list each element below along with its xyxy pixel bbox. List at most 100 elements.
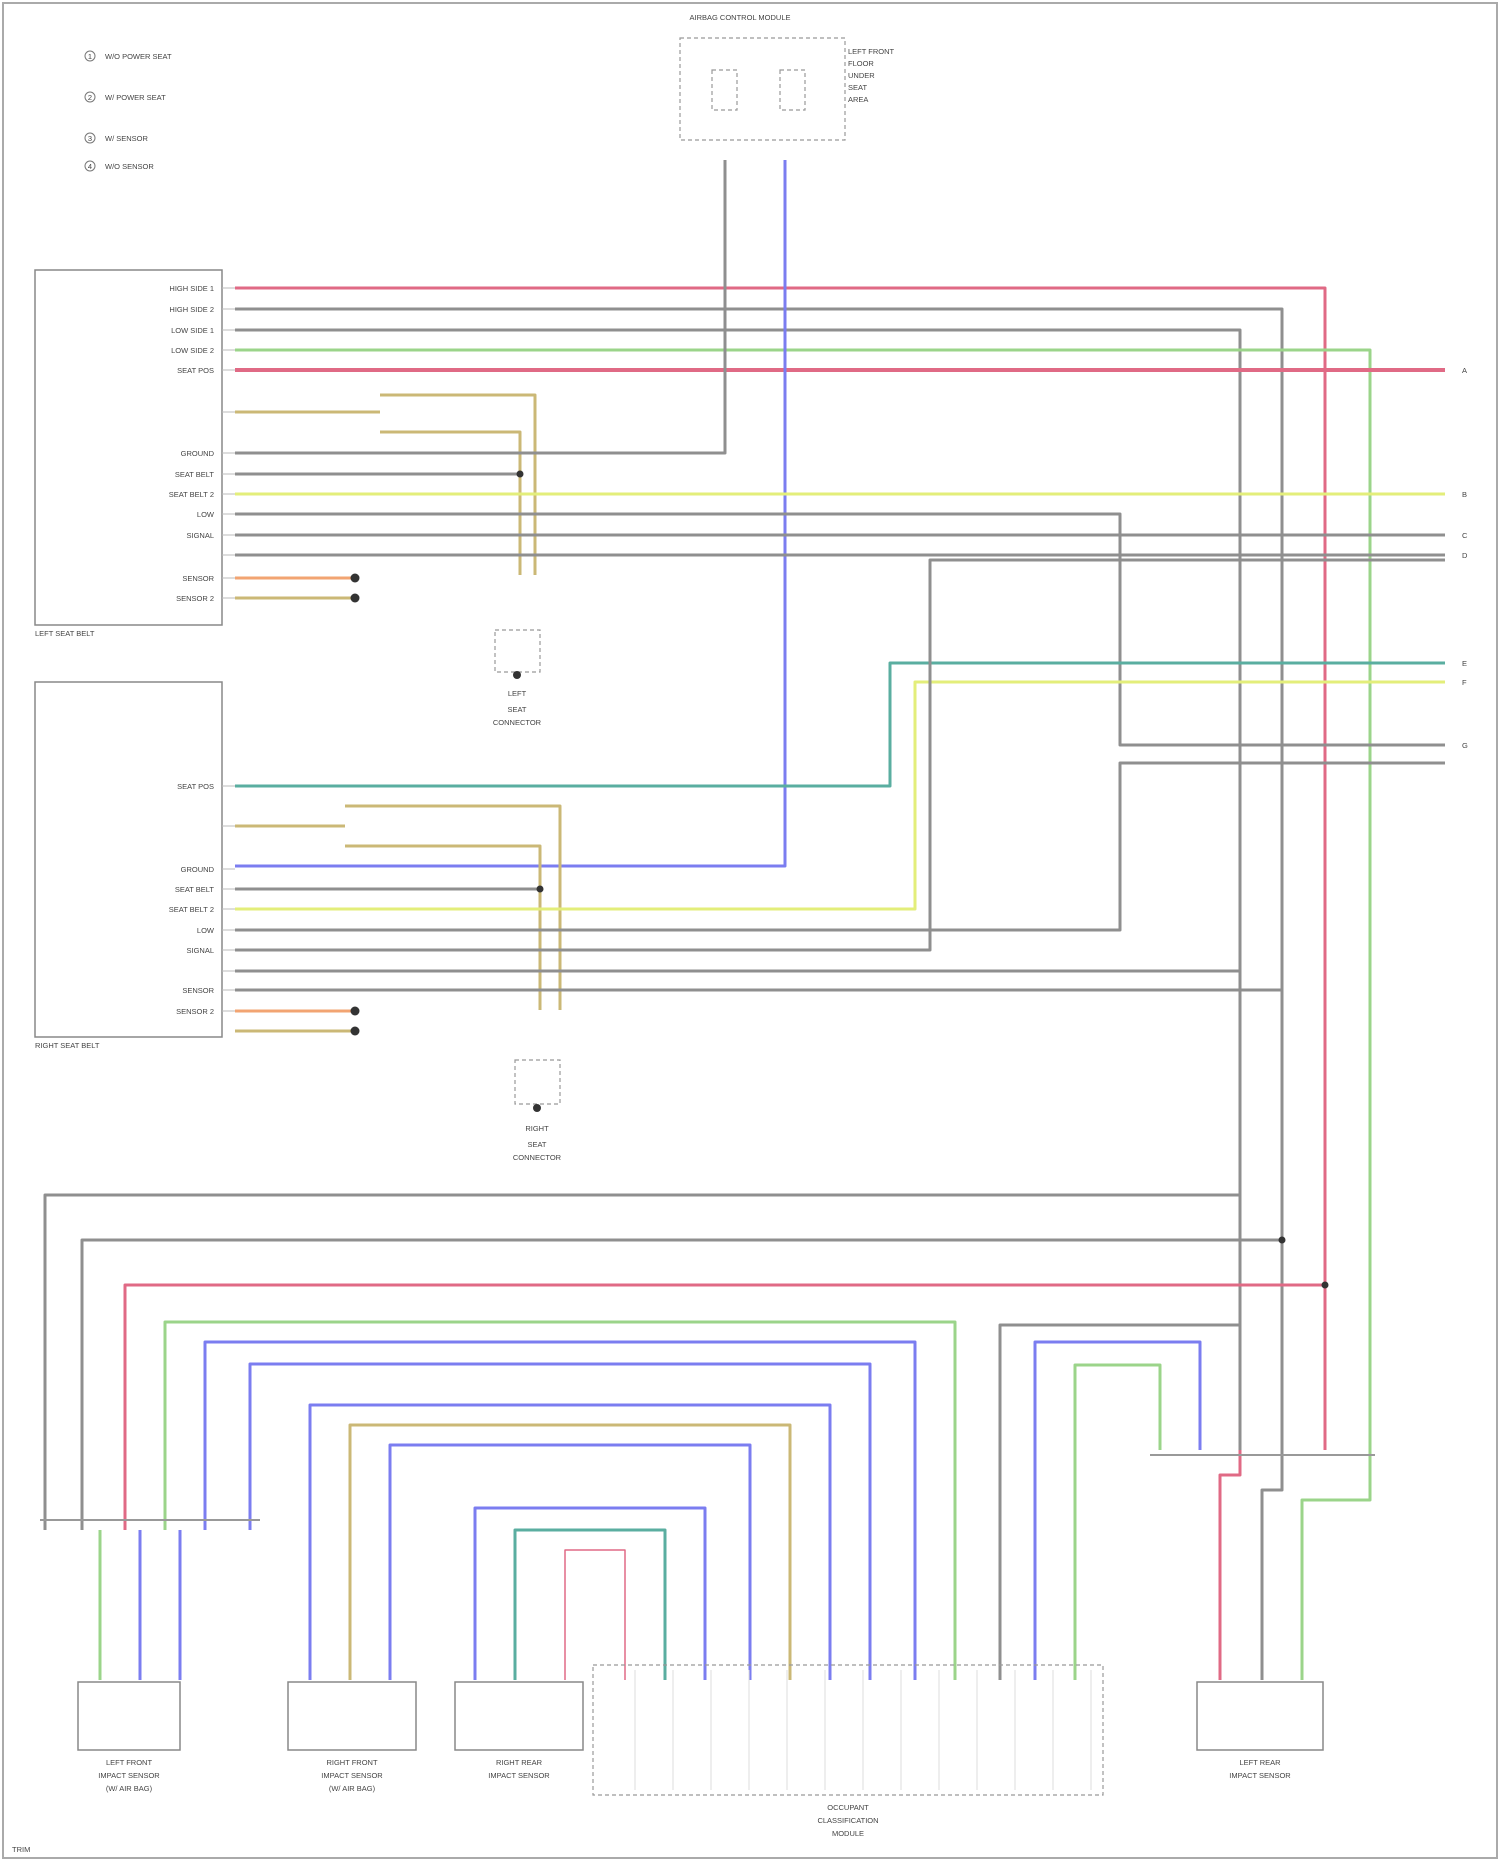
sensor-rf-title-2: IMPACT SENSOR [321,1771,383,1780]
top-module: AIRBAG CONTROL MODULE LEFT FRONT FLOOR U… [680,13,895,140]
connector-right-sub-2: CONNECTOR [513,1153,562,1162]
sensor-rf-title-1: RIGHT FRONT [326,1758,378,1767]
terminal-dot [351,1007,360,1016]
left-seat-pin-label: LOW [197,510,215,519]
legend-item-1: W/O POWER SEAT [105,52,172,61]
top-module-desc-4: SEAT [848,83,867,92]
sensor-rf-title-3: (W/ AIR BAG) [329,1784,376,1793]
wire-green-bottom [165,1322,955,1680]
sensor-lf-title-3: (W/ AIR BAG) [106,1784,153,1793]
connector-right-sub-1: SEAT [527,1140,546,1149]
left-seat-pin-label: HIGH SIDE 1 [169,284,214,293]
right-seat-pin-label: SIGNAL [186,946,214,955]
edge-label: A [1462,366,1467,375]
seat-connector-left: LEFT SEAT CONNECTOR [493,630,542,727]
edge-label: B [1462,490,1467,499]
left-seat-pin-label: HIGH SIDE 2 [169,305,214,314]
terminal-dot [351,574,360,583]
left-seat-pin-label: SEAT BELT [175,470,215,479]
wire-gray-4 [235,514,1445,745]
wires [40,160,1445,1680]
sensor-lr-title-2: IMPACT SENSOR [1229,1771,1291,1780]
seat-connector-right: RIGHT SEAT CONNECTOR [513,1060,562,1162]
splice-dot [537,886,544,893]
wire-blue-bottom-2 [250,1364,870,1680]
top-module-desc-2: FLOOR [848,59,874,68]
legend-num-1: 1 [88,52,92,61]
edge-label: F [1462,678,1467,687]
right-seat-pin-label: GROUND [181,865,215,874]
splice-dot [1322,1282,1329,1289]
left-seat-pin-label: LOW SIDE 1 [171,326,214,335]
occupant-title-1: OCCUPANT [827,1803,869,1812]
connector-left-sub-2: CONNECTOR [493,718,542,727]
splice-dot [517,471,524,478]
left-seat-pin-label: SENSOR [182,574,214,583]
legend-item-2: W/ POWER SEAT [105,93,166,102]
occupant-module: OCCUPANT CLASSIFICATION MODULE [593,1665,1103,1838]
sensor-rr-title-1: RIGHT REAR [496,1758,543,1767]
occupant-title-3: MODULE [832,1829,864,1838]
left-seat-pin-label: SEAT POS [177,366,214,375]
left-seat-title: LEFT SEAT BELT [35,629,95,638]
sensor-left-front: LEFT FRONT IMPACT SENSOR (W/ AIR BAG) [78,1682,180,1793]
left-seat-pin-label: SEAT BELT 2 [169,490,214,499]
connector-left-title: LEFT [508,689,527,698]
left-seat-module: LEFT SEAT BELT HIGH SIDE 1 HIGH SIDE 2 LOW… [35,270,235,638]
terminal-dot [351,594,360,603]
footer-text: TRIM [12,1845,30,1854]
right-seat-title: RIGHT SEAT BELT [35,1041,100,1050]
sensor-right-rear: RIGHT REAR IMPACT SENSOR [455,1682,583,1780]
wire-teal-bottom [515,1530,665,1680]
right-seat-pin-label: SENSOR 2 [176,1007,214,1016]
edge-label: D [1462,551,1468,560]
wire-gray-top-left [235,160,725,453]
sensor-right-front: RIGHT FRONT IMPACT SENSOR (W/ AIR BAG) [288,1682,416,1793]
top-module-title: AIRBAG CONTROL MODULE [690,13,791,22]
wire-red-right [1220,1450,1240,1680]
wire-blue-bottom-4 [390,1445,750,1680]
connector-right-title: RIGHT [525,1124,549,1133]
sensor-left-rear: LEFT REAR IMPACT SENSOR [1197,1682,1323,1780]
edge-label: G [1462,741,1468,750]
wire-gray-right-2 [1262,1450,1282,1680]
wire-green-right-1 [1075,1365,1160,1680]
legend-item-4: W/O SENSOR [105,162,154,171]
right-seat-pin-label: SENSOR [182,986,214,995]
wire-tan-7 [345,846,540,1010]
left-seat-pin-label: SENSOR 2 [176,594,214,603]
top-module-desc-1: LEFT FRONT [848,47,895,56]
legend: 1 W/O POWER SEAT 2 W/ POWER SEAT 3 W/ SE… [85,51,172,171]
left-seat-pin-label: LOW SIDE 2 [171,346,214,355]
edge-labels: ABCDEFG [1462,366,1468,750]
right-seat-pin-label: SEAT POS [177,782,214,791]
right-seat-pin-label: SEAT BELT 2 [169,905,214,914]
wire-blue-bottom-5 [475,1508,705,1680]
legend-num-3: 3 [88,134,92,143]
sensor-lr-title-1: LEFT REAR [1239,1758,1281,1767]
right-seat-pin-label: SEAT BELT [175,885,215,894]
wire-green-right-2 [1302,1450,1370,1680]
sensor-lf-title-2: IMPACT SENSOR [98,1771,160,1780]
wire-blue-right-1 [1035,1342,1200,1680]
wire-tan-2 [380,395,535,575]
wire-gray-9 [235,560,1445,950]
splice-dot [1279,1237,1286,1244]
wire-gray-1 [235,309,1282,1450]
legend-num-4: 4 [88,162,92,171]
edge-label: C [1462,531,1468,540]
right-seat-module: RIGHT SEAT BELT SEAT POS GROUND SEAT BELT S… [35,682,235,1050]
right-seat-pin-label: LOW [197,926,215,935]
top-module-desc-5: AREA [848,95,868,104]
wire-tan-bottom [350,1425,790,1680]
top-module-desc-3: UNDER [848,71,875,80]
wire-red-bottom-2 [565,1550,625,1680]
legend-num-2: 2 [88,93,92,102]
left-seat-pin-label: GROUND [181,449,215,458]
occupant-title-2: CLASSIFICATION [817,1816,878,1825]
wire-red-main [235,288,1325,1450]
connector-left-sub-1: SEAT [507,705,526,714]
terminal-dot [351,1027,360,1036]
